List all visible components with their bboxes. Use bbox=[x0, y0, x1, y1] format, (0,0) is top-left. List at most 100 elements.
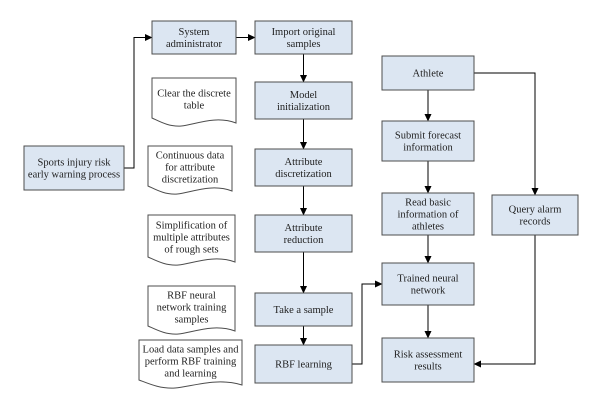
label-line: athletes bbox=[412, 222, 444, 233]
label-line: Attribute bbox=[285, 157, 323, 168]
node-rbf-training-samples-document bbox=[147, 285, 236, 335]
label-line: Model bbox=[290, 90, 317, 101]
label-line: table bbox=[184, 101, 205, 112]
arrow-rbf-to-trained bbox=[352, 280, 383, 365]
label-line: Query alarm bbox=[509, 205, 562, 216]
label-line: RBF neural bbox=[167, 291, 216, 302]
label-line: administrator bbox=[166, 39, 222, 50]
node-import-samples-box bbox=[254, 20, 353, 55]
node-continuous-data-document bbox=[147, 145, 233, 195]
node-simplification-document bbox=[147, 214, 236, 266]
label-line: network training bbox=[157, 303, 227, 314]
label-line: and learning bbox=[164, 369, 217, 380]
label-line: Continuous data bbox=[156, 151, 225, 162]
node-attr-reduction-box bbox=[254, 214, 353, 253]
label-line: information bbox=[403, 143, 453, 154]
label-line: samples bbox=[287, 39, 321, 50]
node-submit-forecast-box bbox=[381, 120, 475, 162]
label-line: records bbox=[520, 217, 551, 228]
node-rbf-learning-label: RBF learning bbox=[275, 360, 333, 371]
label-line: information of bbox=[398, 210, 459, 221]
arrow-sports-to-admin bbox=[124, 34, 153, 169]
label-line: multiple attributes bbox=[153, 233, 230, 244]
node-sports-injury-box bbox=[23, 145, 125, 191]
label-line: Load data samples and bbox=[143, 345, 240, 356]
node-clear-table-document bbox=[151, 77, 237, 127]
arrow-query-to-risk bbox=[473, 235, 536, 368]
label-line: Submit forecast bbox=[395, 131, 461, 142]
label-line: for attribute bbox=[165, 163, 215, 174]
label-line: Risk assessment bbox=[394, 350, 463, 361]
label-line: Import original bbox=[272, 27, 336, 38]
label-line: discretization bbox=[162, 175, 219, 186]
node-take-sample-label: Take a sample bbox=[274, 305, 334, 316]
label-line: Attribute bbox=[285, 223, 323, 234]
label-line: early warning process bbox=[28, 170, 120, 181]
node-take-sample-box bbox=[254, 292, 353, 327]
label-line: samples bbox=[175, 315, 209, 326]
node-athlete-box bbox=[381, 55, 475, 91]
node-take-sample: Take a sample bbox=[254, 292, 353, 327]
label-line: results bbox=[414, 362, 441, 373]
node-attr-discretization-box bbox=[254, 148, 353, 187]
node-load-data-document bbox=[138, 339, 243, 389]
label-line: Athlete bbox=[413, 69, 444, 80]
label-line: RBF learning bbox=[275, 360, 333, 371]
node-system-admin-box bbox=[151, 20, 237, 55]
arrow-athlete-to-query bbox=[474, 72, 539, 196]
node-trained-nn-box bbox=[381, 262, 475, 306]
label-line: Sports injury risk bbox=[38, 158, 112, 169]
node-rbf-learning: RBF learning bbox=[254, 344, 353, 384]
node-read-basic-box bbox=[381, 192, 475, 236]
label-line: network bbox=[411, 286, 446, 297]
label-line: Read basic bbox=[405, 198, 451, 209]
node-rbf-learning-box bbox=[254, 344, 353, 384]
node-model-init-box bbox=[254, 81, 353, 120]
label-line: Trained neural bbox=[397, 274, 458, 285]
label-line: System bbox=[179, 27, 210, 38]
label-line: discretization bbox=[275, 169, 332, 180]
label-line: reduction bbox=[284, 235, 324, 246]
label-line: Simplification of bbox=[156, 221, 228, 232]
label-line: perform RBF training bbox=[145, 357, 237, 368]
label-line: Take a sample bbox=[274, 305, 334, 316]
label-line: initialization bbox=[277, 102, 331, 113]
node-risk-assessment-box bbox=[381, 337, 475, 383]
node-query-alarm-box bbox=[491, 194, 579, 236]
node-athlete: Athlete bbox=[381, 55, 475, 91]
connector-layer bbox=[124, 34, 539, 368]
label-line: of rough sets bbox=[164, 245, 218, 256]
